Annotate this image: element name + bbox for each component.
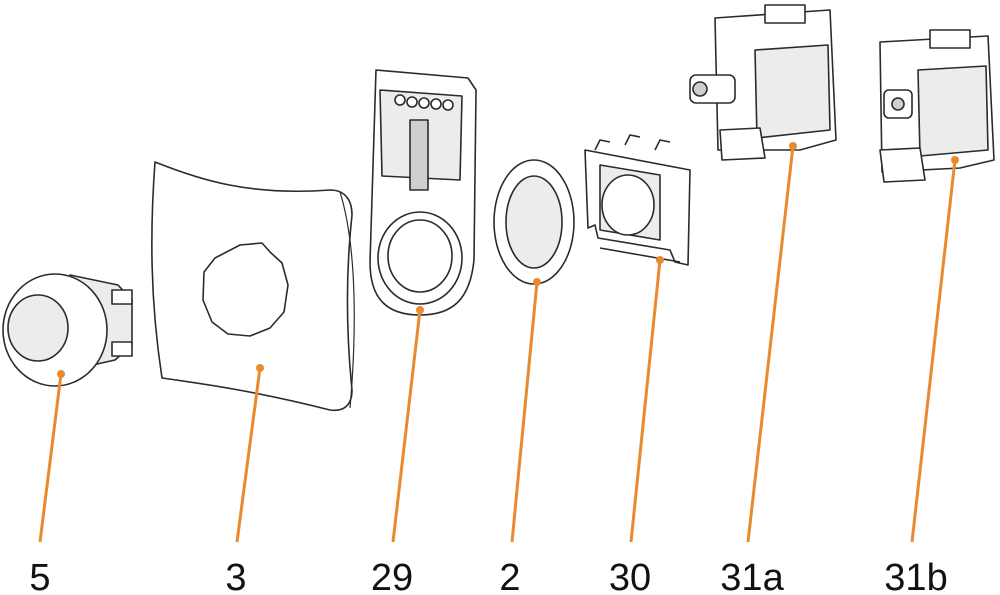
part-2-ring: [493, 159, 575, 285]
leader-3: [235, 367, 262, 543]
callout-label-3: 3: [225, 557, 246, 595]
leader-31b: [910, 159, 957, 543]
leader-5: [38, 373, 63, 543]
part-5-pushbutton: [2, 273, 133, 387]
leader-lines: [38, 142, 959, 543]
leader-29: [391, 309, 422, 543]
leader-dot-31a: [789, 142, 797, 150]
leader-31a: [746, 145, 795, 543]
leader-dot-30: [656, 256, 664, 264]
part-29-holder: [369, 69, 477, 316]
callout-label-31b: 31b: [884, 557, 947, 595]
leader-30: [629, 259, 662, 543]
leader-dot-31b: [951, 156, 959, 164]
leader-dot-2: [533, 278, 541, 286]
leader-2: [510, 281, 539, 543]
leader-dot-5: [57, 370, 65, 378]
callout-label-5: 5: [29, 557, 50, 595]
callout-label-29: 29: [371, 557, 413, 595]
part-31b-contact-block: [879, 29, 995, 183]
part-31a-contact-block: [689, 4, 837, 161]
callout-label-30: 30: [609, 557, 651, 595]
leader-dot-3: [256, 364, 264, 372]
callout-label-31a: 31a: [720, 557, 784, 595]
leader-dot-29: [416, 306, 424, 314]
part-30-adapter: [584, 134, 691, 266]
part-3-gasket: [151, 161, 355, 412]
callout-labels: 5 3 29 2 30 31a 31b: [29, 557, 947, 595]
callout-label-2: 2: [499, 557, 520, 595]
